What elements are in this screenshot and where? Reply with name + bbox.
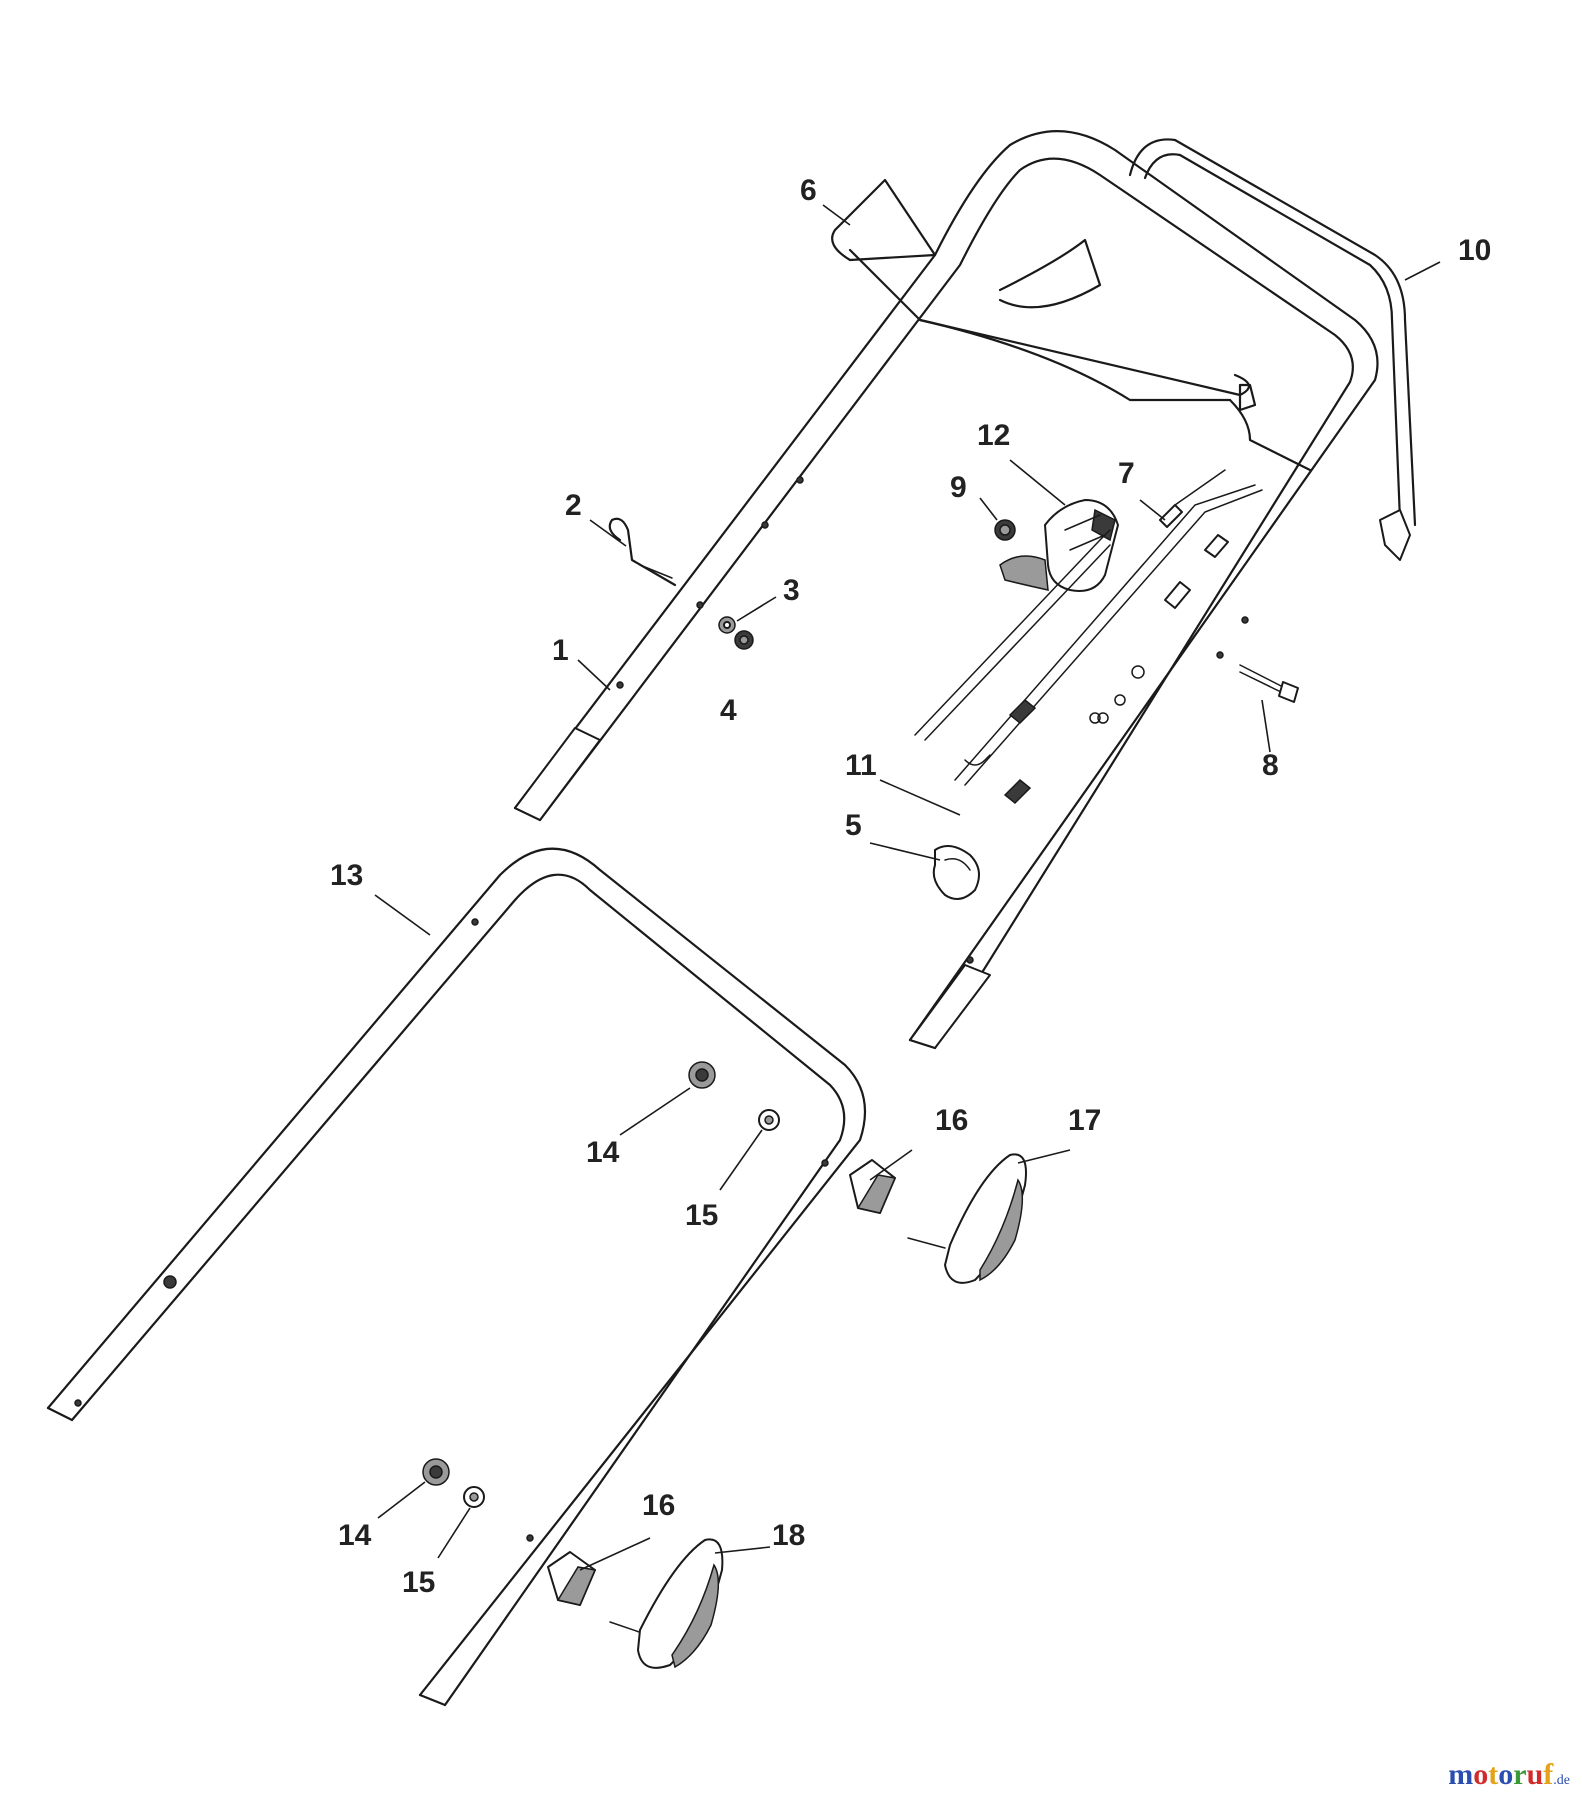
callout-16-lower: 16 — [642, 1489, 675, 1522]
watermark-letter: o — [1473, 1758, 1489, 1791]
watermark-text: motoruf — [1448, 1758, 1553, 1791]
washer-3 — [718, 616, 736, 634]
callout-14-lower: 14 — [338, 1519, 372, 1552]
callout-labels: 1 2 3 4 5 6 7 8 9 10 11 12 13 14 15 16 1… — [330, 174, 1491, 1599]
nut-9 — [994, 519, 1016, 541]
throttle-cable — [914, 469, 1226, 741]
callout-14-upper: 14 — [586, 1136, 620, 1169]
callout-6: 6 — [800, 174, 817, 207]
drive-bail — [1128, 138, 1417, 561]
callout-5: 5 — [845, 809, 862, 842]
leader-lines — [374, 204, 1441, 1571]
callout-3: 3 — [783, 574, 800, 607]
nut-15-upper — [758, 1109, 780, 1131]
callout-10: 10 — [1458, 234, 1491, 267]
cable-clips — [1089, 665, 1145, 724]
bolt-8 — [1239, 664, 1299, 703]
lower-handle — [46, 847, 867, 1707]
operator-bail — [831, 178, 1312, 472]
callout-17: 17 — [1068, 1104, 1101, 1137]
callout-12: 12 — [977, 419, 1010, 452]
callout-4: 4 — [720, 694, 737, 727]
bush-16-upper — [849, 1159, 897, 1214]
callout-18: 18 — [772, 1519, 805, 1552]
washer-14-lower — [422, 1458, 450, 1486]
watermark-letter: t — [1488, 1758, 1499, 1791]
knob-17 — [907, 1153, 1027, 1284]
callout-8: 8 — [1262, 749, 1279, 782]
bush-16-lower — [547, 1551, 597, 1606]
callout-15-lower: 15 — [402, 1566, 435, 1599]
washer-14-upper — [688, 1061, 716, 1089]
nut-4 — [734, 630, 754, 650]
drive-cable — [954, 484, 1263, 805]
throttle-lever — [999, 499, 1119, 592]
nut-15-lower — [463, 1486, 485, 1508]
watermark-logo: motoruf.de — [1448, 1758, 1570, 1792]
knob-18 — [609, 1538, 724, 1669]
watermark-letter: f — [1543, 1758, 1554, 1791]
callout-15-upper: 15 — [685, 1199, 718, 1232]
callout-16-upper: 16 — [935, 1104, 968, 1137]
watermark-letter: u — [1526, 1758, 1544, 1791]
callout-1: 1 — [552, 634, 569, 667]
watermark-letter: r — [1513, 1758, 1527, 1791]
callout-9: 9 — [950, 471, 967, 504]
callout-7: 7 — [1118, 457, 1135, 490]
watermark-suffix: .de — [1553, 1773, 1570, 1788]
hook-bolt-2 — [608, 517, 677, 587]
callout-2: 2 — [565, 489, 582, 522]
callout-13: 13 — [330, 859, 363, 892]
callout-11: 11 — [845, 749, 877, 782]
upper-handle — [513, 130, 1379, 1050]
watermark-letter: m — [1448, 1758, 1474, 1791]
watermark-letter: o — [1498, 1758, 1514, 1791]
cable-clip-5 — [932, 845, 980, 900]
